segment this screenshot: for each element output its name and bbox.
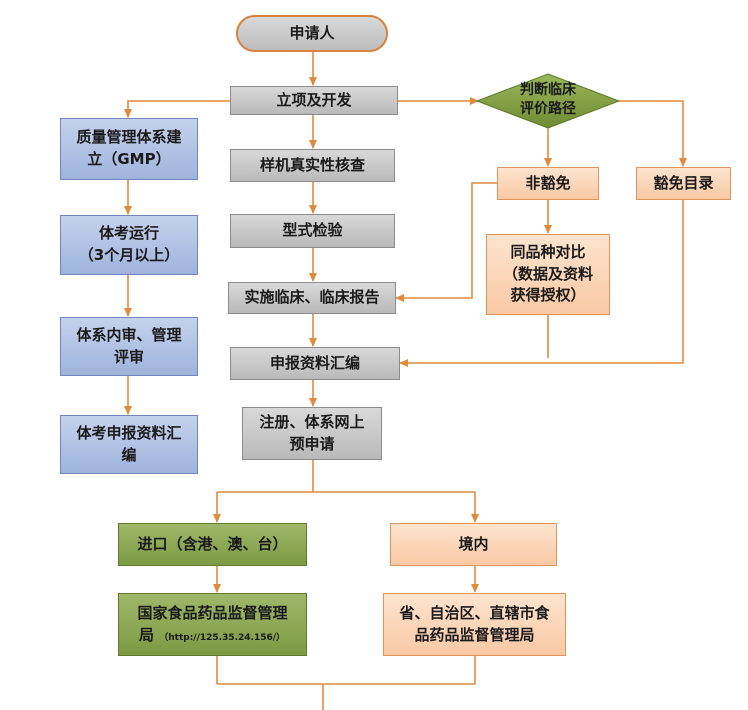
trial-run-node: 体考运行 （3个月以上） [60,215,198,275]
internal-audit-label-line1: 体系内审、管理 [76,325,182,344]
sample-check-node: 样机真实性核查 [230,149,395,182]
project-node: 立项及开发 [230,86,398,115]
system-dossier-label-line2: 编 [121,445,137,464]
judge-label-line1: 判断临床 [520,82,576,98]
compile-dossier-label: 申报资料汇编 [269,353,360,372]
project-label: 立项及开发 [276,90,352,109]
qms-node: 质量管理体系建 立（GMP） [60,118,198,180]
judge-clinical-node: 判断临床 评价路径 [488,81,608,119]
same-variety-label-line3: 获得授权） [510,286,586,305]
decision-diamond [475,73,621,129]
trial-run-label-line1: 体考运行 [98,224,159,243]
non-exempt-node: 非豁免 [497,167,599,200]
exempt-list-label: 豁免目录 [653,173,714,192]
nmpa-node: 国家食品药品监督管理 局 （http://125.35.24.156/） [118,593,307,656]
type-test-node: 型式检验 [230,214,395,248]
system-dossier-label-line1: 体考申报资料汇 [76,423,182,442]
provincial-fda-node: 省、自治区、直辖市食 品药品监督管理局 [383,593,566,656]
same-variety-label-line2: （数据及资料 [502,264,593,283]
exempt-list-node: 豁免目录 [636,167,731,200]
compile-dossier-node: 申报资料汇编 [230,347,400,380]
qms-label-line1: 质量管理体系建 [76,128,182,147]
applicant-label: 申请人 [289,23,335,42]
sample-check-label: 样机真实性核查 [259,155,365,174]
nmpa-url: （http://125.35.24.156/） [159,632,286,643]
import-label: 进口（含港、澳、台） [137,534,288,553]
internal-audit-node: 体系内审、管理 评审 [60,317,198,376]
system-dossier-node: 体考申报资料汇 编 [60,415,198,474]
online-registration-label-line1: 注册、体系网上 [259,412,365,431]
judge-label-line2: 评价路径 [520,100,576,117]
type-test-label: 型式检验 [282,221,343,240]
trial-run-label-line2: （3个月以上） [78,246,180,264]
domestic-label: 境内 [458,534,489,553]
nmpa-label-line1: 国家食品药品监督管理 [137,603,288,622]
provincial-fda-label-line1: 省、自治区、直辖市食 [399,603,550,622]
online-registration-node: 注册、体系网上 预申请 [242,407,382,460]
online-registration-label-line2: 预申请 [289,434,335,453]
same-variety-label-line1: 同品种对比 [510,242,586,261]
import-node: 进口（含港、澳、台） [118,523,307,566]
provincial-fda-label-line2: 品药品监督管理局 [414,625,535,644]
clinical-report-label: 实施临床、临床报告 [244,288,380,307]
applicant-node: 申请人 [236,15,388,52]
qms-label-line2: 立（GMP） [87,150,171,168]
internal-audit-label-line2: 评审 [113,347,144,366]
same-variety-node: 同品种对比 （数据及资料 获得授权） [486,234,610,315]
nmpa-label-line2: 局 [139,625,155,644]
domestic-node: 境内 [390,523,557,566]
clinical-report-node: 实施临床、临床报告 [228,282,396,314]
non-exempt-label: 非豁免 [525,173,571,192]
